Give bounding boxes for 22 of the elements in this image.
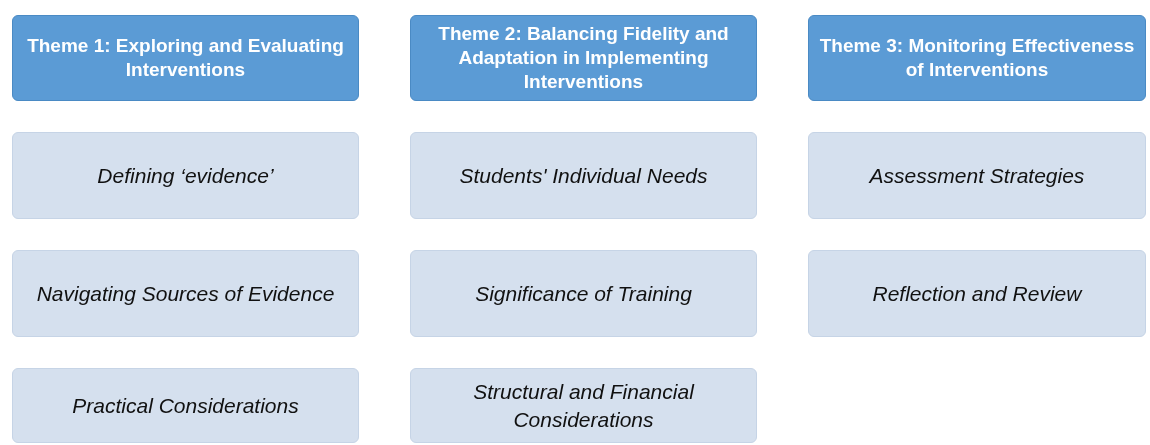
theme-header-box [12,15,359,101]
subtheme-box [12,368,359,443]
subtheme-label: Structural and Financial Considerations [472,378,696,433]
subtheme-box [12,250,359,337]
subtheme-box [410,132,757,219]
subtheme-box [410,250,757,337]
theme-title: Theme 1: Exploring and Evaluating Interventions [26,34,345,82]
subtheme-label: Significance of Training [475,280,692,307]
subtheme-label: Practical Considerations [72,392,299,419]
subtheme-box [808,250,1146,337]
subtheme-label: Navigating Sources of Evidence [36,280,335,307]
subtheme-label: Students' Individual Needs [459,162,708,189]
subtheme-box [808,132,1146,219]
theme-header-box [410,15,757,101]
subtheme-label: Assessment Strategies [869,162,1085,189]
theme-header-box [808,15,1146,101]
subtheme-label: Defining ‘evidence’ [97,162,274,189]
theme-title: Theme 2: Balancing Fidelity and Adaptation in Implementing Interventions [437,22,730,94]
theme-title: Theme 3: Monitoring Effectiveness of Interventions [818,34,1136,82]
subtheme-label: Reflection and Review [872,280,1082,307]
subtheme-box [410,368,757,443]
subtheme-box [12,132,359,219]
